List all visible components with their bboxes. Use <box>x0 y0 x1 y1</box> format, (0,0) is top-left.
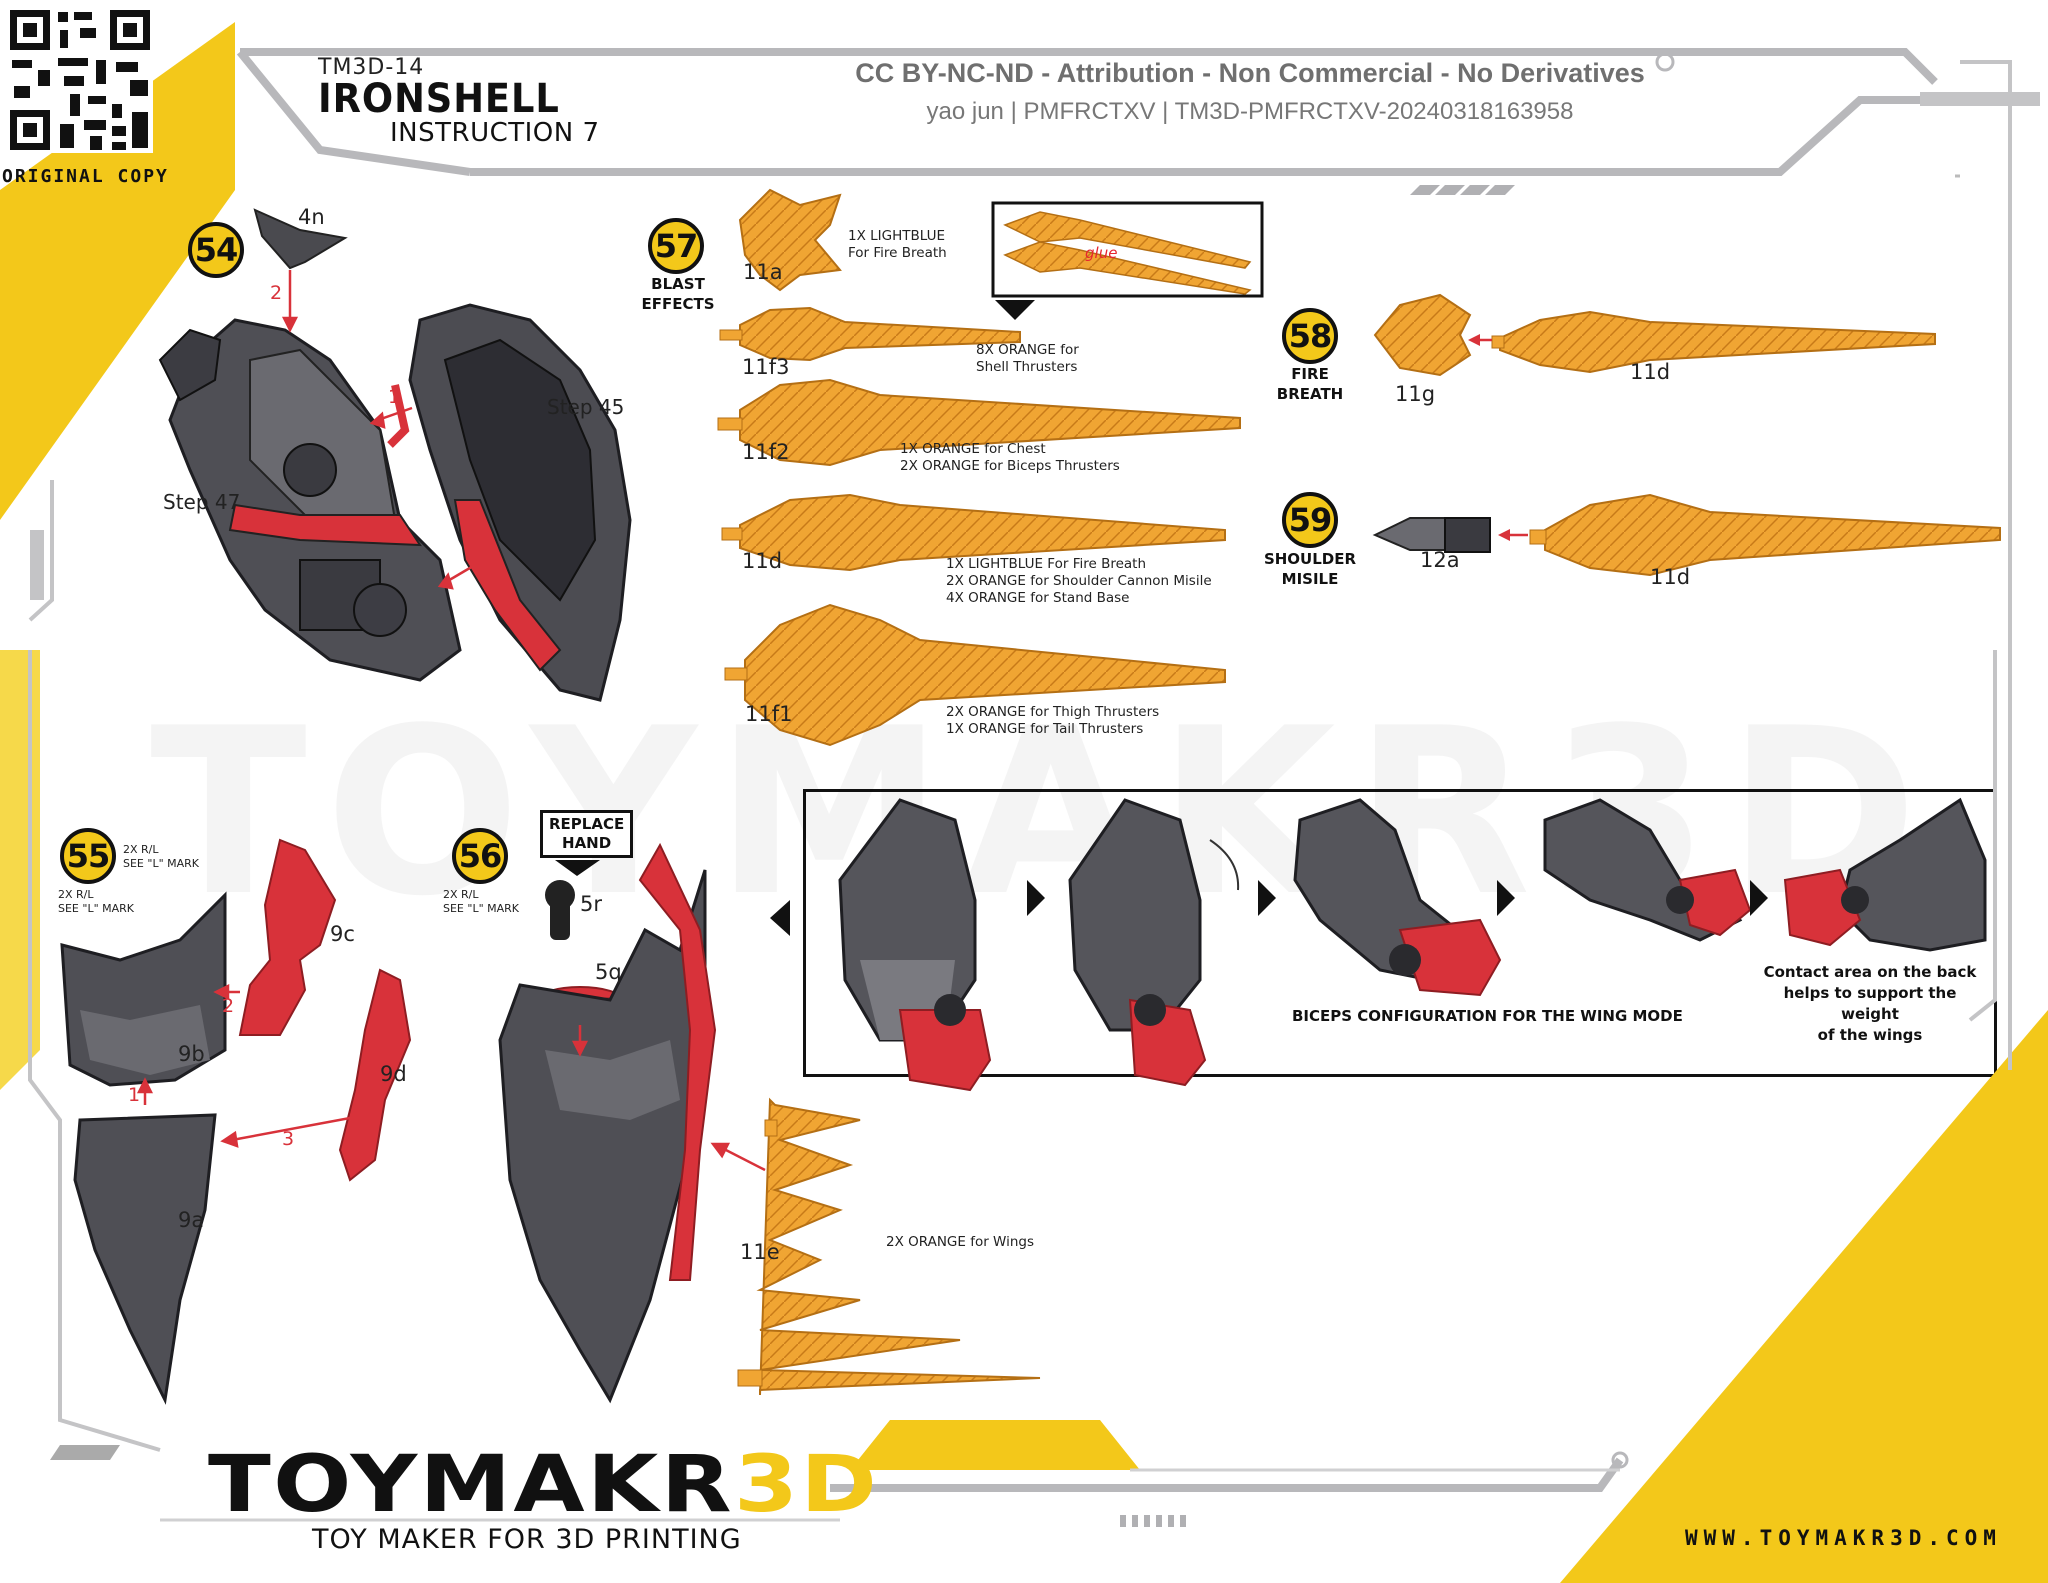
part-note: 1X LIGHTBLUE For Fire Breath <box>848 228 947 261</box>
part-label: 5r <box>580 892 602 916</box>
part-label: 11g <box>1395 382 1436 406</box>
part-label-4n: 4n <box>298 205 325 229</box>
part-label: 9d <box>380 1062 407 1086</box>
logo-yellow-text: 3D <box>733 1440 880 1530</box>
frame-line-top <box>240 48 1938 85</box>
author-line: yao jun | PMFRCTXV | TM3D-PMFRCTXV-20240… <box>926 98 1574 125</box>
step-56-badge: 56 <box>452 828 508 884</box>
part-note: 2X ORANGE for Thigh Thrusters 1X ORANGE … <box>946 704 1160 737</box>
step-58-caption: FIRE BREATH <box>1276 365 1344 403</box>
product-code: TM3D-14 <box>318 55 425 80</box>
step-59-badge: 59 <box>1282 492 1338 548</box>
arrow-number: 2 <box>222 995 235 1017</box>
part-note: 1X ORANGE for Chest 2X ORANGE for Biceps… <box>900 441 1120 474</box>
step-55-note: 2X R/L SEE "L" MARK <box>123 843 199 870</box>
page-subtitle: INSTRUCTION 7 <box>390 118 600 148</box>
part-label: 11e <box>740 1240 780 1264</box>
logo-dark-text: TOYMAKR <box>208 1440 734 1530</box>
step-55-badge: 55 <box>60 828 116 884</box>
arrow-number: 2 <box>270 282 283 304</box>
part-label: 11f3 <box>742 355 790 379</box>
tagline: TOY MAKER FOR 3D PRINTING <box>312 1524 742 1555</box>
yellow-triangle-bottom-right <box>1560 1010 2048 1583</box>
step-55-note: 2X R/L SEE "L" MARK <box>58 888 134 915</box>
config-note: Contact area on the back helps to suppor… <box>1763 963 1977 1044</box>
license-text: CC BY-NC-ND - Attribution - Non Commerci… <box>855 58 1645 88</box>
part-label: 12a <box>1420 548 1460 572</box>
step-56-note: 2X R/L SEE "L" MARK <box>443 888 519 915</box>
original-copy-label: ORIGINAL COPY <box>2 166 169 187</box>
yellow-triangle-top-left <box>0 22 235 520</box>
arrow-number: 3 <box>282 1128 295 1150</box>
part-note: 8X ORANGE for Shell Thrusters <box>976 342 1079 375</box>
wing-note: 2X ORANGE for Wings <box>886 1234 1035 1250</box>
step-57-caption: BLAST EFFECTS <box>641 275 715 313</box>
part-label: 11d <box>1630 360 1671 384</box>
part-label: 5q <box>595 960 622 984</box>
step-57-badge: 57 <box>648 218 704 274</box>
step-58-badge: 58 <box>1282 308 1338 364</box>
part-label: 11d <box>1650 565 1691 589</box>
part-label: 9a <box>178 1208 205 1232</box>
toymakr3d-logo: TOYMAKR3D <box>208 1440 879 1530</box>
arrow-number: 1 <box>388 386 401 408</box>
part-label: 11d <box>742 549 783 573</box>
replace-hand-label: REPLACE HAND <box>540 810 634 858</box>
website-url: WWW.TOYMAKR3D.COM <box>1685 1526 2002 1550</box>
page-title: IRONSHELL <box>318 76 560 122</box>
part-note: 1X LIGHTBLUE For Fire Breath 2X ORANGE f… <box>946 556 1212 606</box>
yellow-trapezoid-bottom <box>850 1420 1140 1470</box>
part-label: 11f1 <box>745 702 793 726</box>
step-ref-label: Step 47 <box>163 490 241 514</box>
part-label: 9c <box>330 922 355 946</box>
step-59-caption: SHOULDER MISILE <box>1263 550 1357 588</box>
step-54-badge: 54 <box>188 222 244 278</box>
part-label: 11f2 <box>742 440 790 464</box>
yellow-strip-left <box>0 650 40 1090</box>
step-ref-label: Step 45 <box>547 395 625 419</box>
config-caption: BICEPS CONFIGURATION FOR THE WING MODE <box>1292 1007 1683 1025</box>
part-label: 9b <box>178 1042 205 1066</box>
part-label: 11a <box>743 260 783 284</box>
arrow-number: 1 <box>128 1084 141 1106</box>
glue-label: glue <box>1085 244 1118 262</box>
